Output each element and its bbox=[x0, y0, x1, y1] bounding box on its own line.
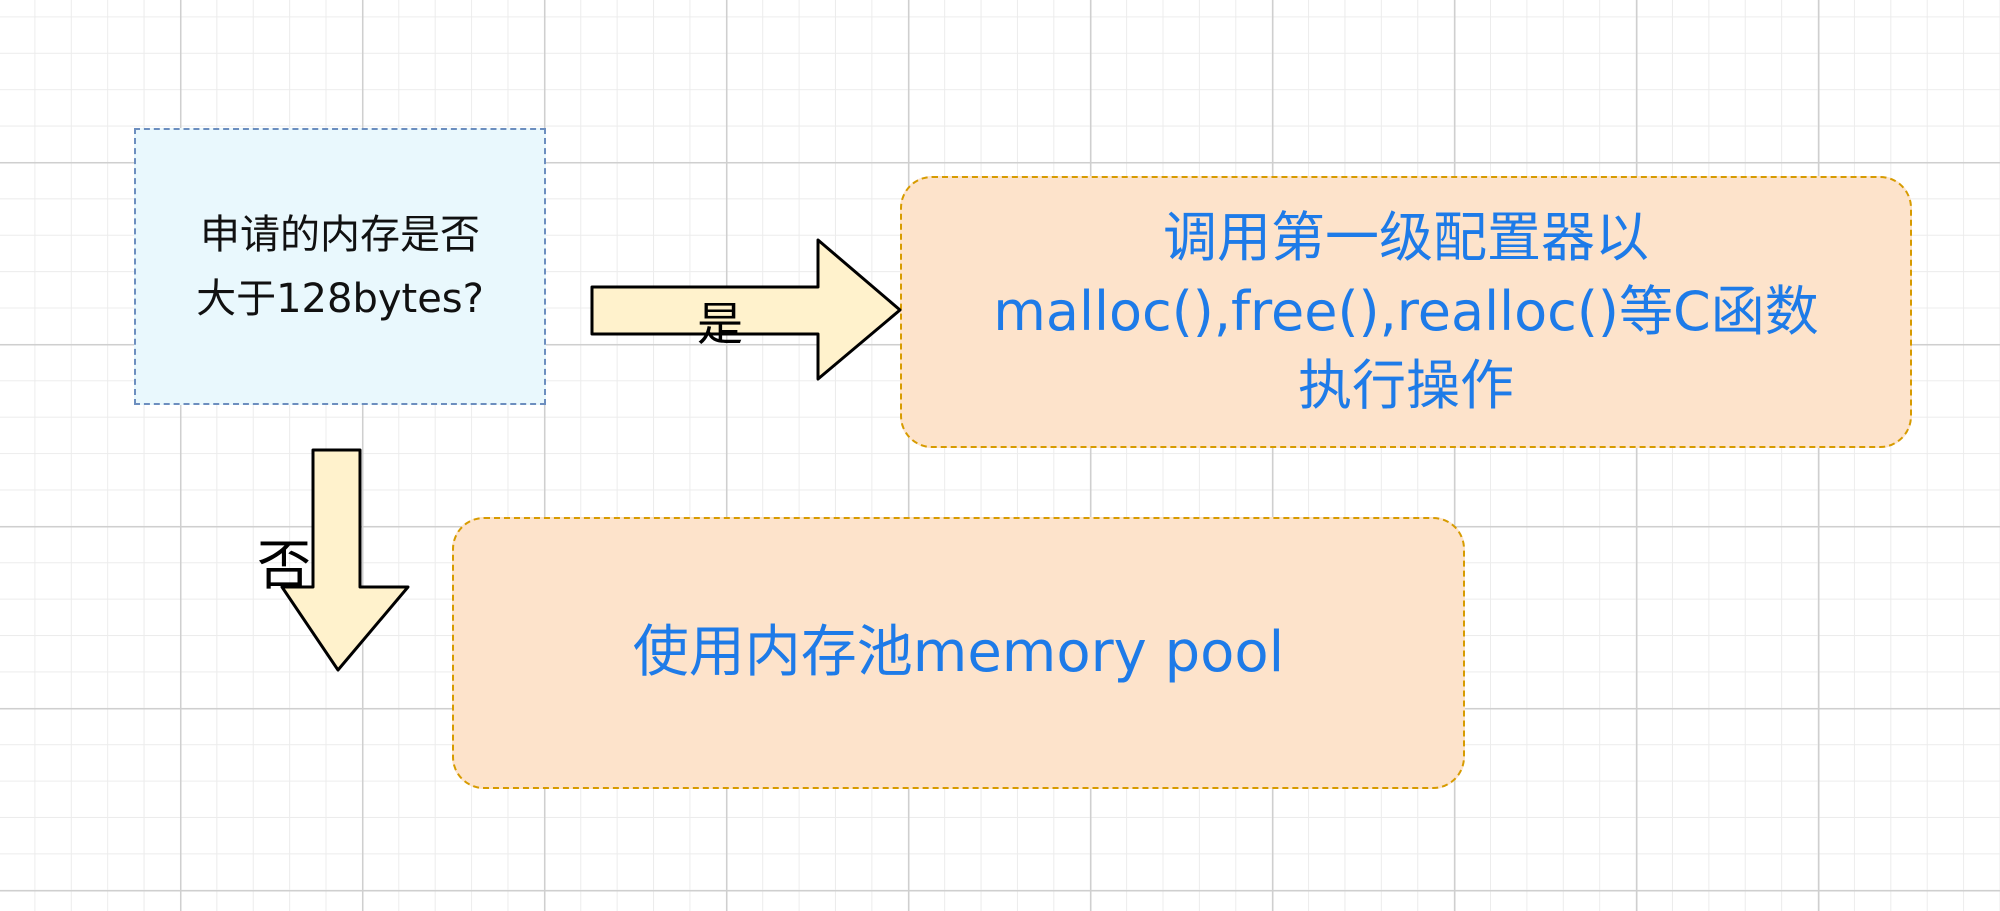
no-arrow[interactable] bbox=[280, 448, 410, 672]
decision-text-line-2: 大于128bytes? bbox=[196, 275, 484, 322]
process-node-memory-pool[interactable]: 使用内存池memory pool bbox=[452, 517, 1465, 789]
no-process-line-1: 使用内存池memory pool bbox=[632, 620, 1285, 685]
yes-process-line-2: malloc(),free(),realloc()等C函数 bbox=[993, 280, 1819, 343]
decision-node-memory-size[interactable]: 申请的内存是否 大于128bytes? bbox=[134, 128, 546, 405]
no-process-text: 使用内存池memory pool bbox=[633, 617, 1284, 689]
yes-process-line-1: 调用第一级配置器以 bbox=[1163, 206, 1649, 269]
decision-text-line-1: 申请的内存是否 bbox=[200, 211, 480, 258]
process-node-first-level-allocator[interactable]: 调用第一级配置器以 malloc(),free(),realloc()等C函数 … bbox=[900, 176, 1912, 448]
decision-node-text: 申请的内存是否 大于128bytes? bbox=[196, 203, 484, 331]
no-edge-label: 否 bbox=[257, 534, 311, 597]
yes-process-text: 调用第一级配置器以 malloc(),free(),realloc()等C函数 … bbox=[993, 201, 1818, 423]
yes-arrow[interactable] bbox=[590, 238, 902, 381]
yes-edge-label: 是 bbox=[697, 297, 743, 351]
yes-process-line-3: 执行操作 bbox=[1298, 354, 1514, 417]
